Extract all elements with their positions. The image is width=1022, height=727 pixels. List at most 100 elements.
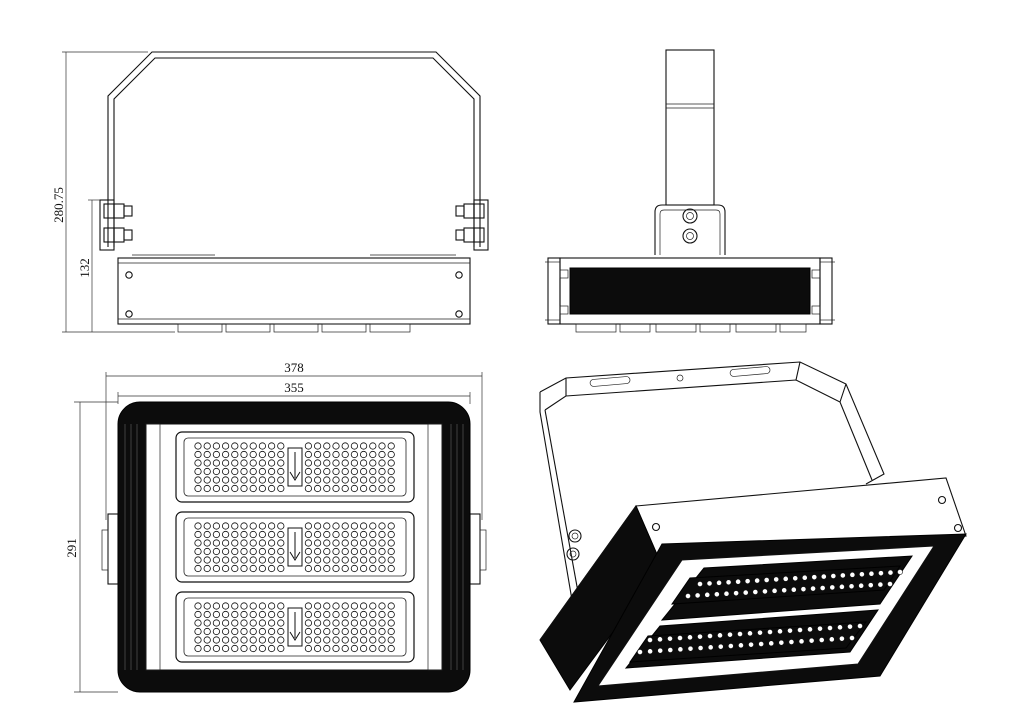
iso-led-lens [827, 625, 833, 631]
iso-led-lens [677, 646, 684, 653]
led-lens [203, 602, 211, 610]
led-lens [267, 610, 276, 619]
led-lens [378, 602, 386, 610]
led-lens [258, 556, 266, 564]
iso-led-lens [725, 579, 732, 586]
led-lens [203, 450, 211, 459]
iso-led-lens [817, 625, 823, 632]
iso-led-lens [727, 631, 733, 638]
led-lens [194, 619, 202, 627]
led-lens [231, 602, 239, 610]
led-lens [313, 556, 322, 564]
iso-led-lens [782, 575, 789, 582]
led-lens [341, 547, 349, 556]
led-lens [258, 564, 266, 573]
led-lens [313, 636, 322, 644]
led-lens [350, 547, 358, 556]
led-lens [203, 610, 211, 619]
led-lens [249, 602, 257, 610]
led-lens [267, 459, 276, 467]
led-lens [359, 450, 368, 459]
led-lens [350, 602, 358, 610]
led-lens [369, 547, 377, 556]
led-lens [249, 450, 257, 459]
led-lens [194, 636, 202, 644]
led-lens [332, 610, 340, 619]
led-lens [387, 522, 395, 530]
iso-led-lens [727, 643, 734, 649]
iso-led-lens [868, 570, 875, 577]
led-lens [277, 644, 285, 653]
led-lens [222, 564, 230, 573]
side-view [545, 49, 835, 333]
iso-led-lens [657, 636, 663, 643]
iso-led-lens [706, 580, 713, 587]
led-lens [267, 484, 276, 493]
iso-led-lens [738, 642, 744, 649]
led-lens [212, 476, 220, 484]
led-lens [267, 467, 276, 476]
led-lens [212, 602, 220, 610]
led-lens [378, 450, 386, 459]
led-lens [350, 450, 358, 459]
led-lens [194, 556, 202, 564]
led-lens [313, 522, 322, 530]
led-lens [249, 556, 257, 564]
led-lens [212, 644, 220, 653]
iso-led-lens [877, 581, 884, 588]
led-lens [240, 627, 248, 636]
dim-bottom-outer-width: 378 [284, 360, 304, 375]
front-bracket-inner [113, 57, 475, 247]
led-lens [350, 459, 358, 467]
iso-led-lens [694, 592, 701, 599]
led-lens [267, 450, 276, 459]
led-lens [212, 547, 220, 556]
led-lens [332, 627, 340, 636]
led-lens [194, 484, 202, 493]
led-lens [332, 522, 340, 530]
led-lens [332, 530, 340, 539]
led-lens [378, 459, 386, 467]
led-lens [277, 459, 285, 467]
led-lens [369, 442, 377, 450]
led-lens [277, 610, 285, 619]
led-lens [313, 484, 322, 493]
led-lens [341, 450, 349, 459]
led-lens [369, 539, 377, 547]
led-lens [249, 636, 257, 644]
led-lens [222, 450, 230, 459]
led-lens [323, 636, 331, 644]
led-lens [277, 556, 285, 564]
led-lens [313, 530, 322, 539]
led-lens [387, 564, 395, 573]
led-lens [359, 539, 368, 547]
led-lens [341, 442, 349, 450]
iso-led-lens [697, 633, 703, 640]
led-lens [341, 636, 349, 644]
iso-led-lens [778, 639, 785, 646]
led-lens [222, 556, 230, 564]
led-lens [194, 476, 202, 484]
led-lens [203, 530, 211, 539]
led-lens [369, 522, 377, 530]
led-lens [378, 442, 386, 450]
led-lens [231, 450, 239, 459]
iso-led-lens [887, 569, 894, 576]
led-lens [350, 539, 358, 547]
led-lens [231, 547, 239, 556]
led-lens [267, 476, 276, 484]
led-lens [341, 627, 349, 636]
led-lens [350, 619, 358, 627]
led-lens [267, 636, 276, 644]
led-lens [258, 442, 266, 450]
led-lens [378, 484, 386, 493]
front-housing [117, 257, 471, 325]
led-lens [350, 627, 358, 636]
led-lens [212, 530, 220, 539]
led-lens [350, 467, 358, 476]
led-lens [277, 530, 285, 539]
led-lens [359, 467, 368, 476]
led-lens [304, 602, 312, 610]
led-lens [387, 610, 395, 619]
led-lens [231, 467, 239, 476]
